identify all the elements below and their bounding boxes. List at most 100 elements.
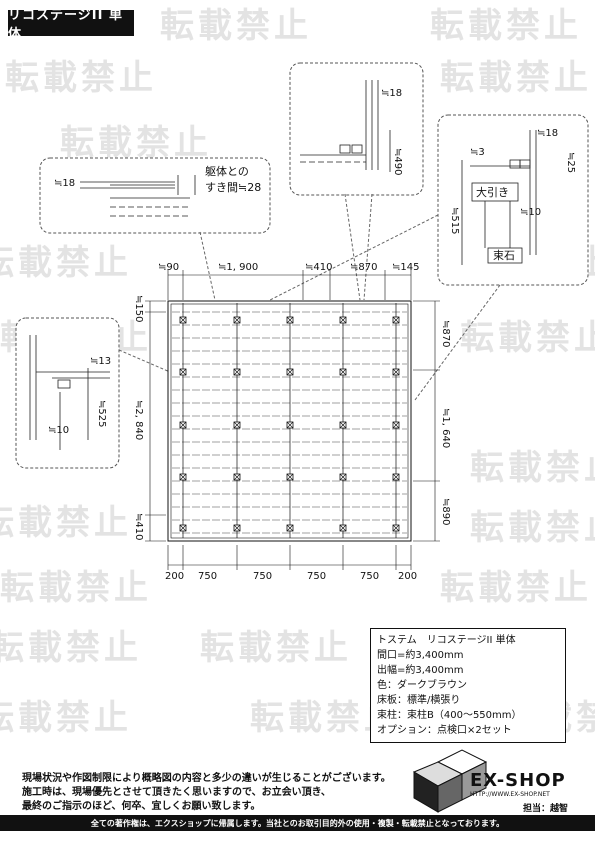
post-marker: [233, 524, 241, 532]
post-markers: [179, 316, 400, 532]
post-marker: [392, 473, 400, 481]
detail-bubble-top-left: [39, 157, 271, 234]
dim-bottom-6: 200: [398, 571, 418, 582]
dim-bottom-3: 750: [253, 571, 273, 582]
watermark-text: 転載禁止: [60, 123, 212, 163]
detail-bubble-left: [15, 317, 120, 469]
detail-top-center-lines: [300, 80, 391, 172]
logo-name: EX-SHOP: [470, 770, 566, 791]
footer-copyright: 全ての著作権は、エクスショップに帰属します。当社とのお取引目的外の使用・複製・転…: [0, 815, 595, 831]
dim-left-3: ≒410: [133, 513, 144, 541]
post-marker: [339, 316, 347, 324]
watermark-text: 転載禁止: [440, 568, 592, 608]
dim-top-3: ≒410: [305, 262, 333, 273]
post-marker: [339, 421, 347, 429]
detail-tl-label-2: すき間≒28: [205, 181, 262, 194]
dim-right-1: ≒870: [440, 320, 451, 348]
detail-left-lines: [29, 335, 110, 450]
detail-l-dim-b: ≒525: [96, 400, 107, 428]
detail-tc-dim-a: ≒18: [381, 88, 403, 99]
dim-top-2: ≒1, 900: [218, 262, 259, 273]
dim-right-3: ≒890: [440, 498, 451, 526]
detail-tr-beam-label: 大引き: [476, 186, 509, 199]
post-marker: [392, 368, 400, 376]
dim-top-4: ≒870: [350, 262, 378, 273]
post-marker: [392, 421, 400, 429]
watermark-text: 転載禁止: [470, 508, 595, 548]
post-marker: [286, 473, 294, 481]
post-marker: [179, 368, 187, 376]
watermark-text: 転載禁止: [440, 58, 592, 98]
dim-top-5: ≒145: [392, 262, 420, 273]
spec-width: 間口=約3,400mm: [377, 650, 464, 661]
note-line: 施工時は、現場優先とさせて頂きたく思いますので、お立会い頂き、: [22, 787, 331, 798]
watermark-text: 転載禁止: [0, 698, 132, 738]
notes: 現場状況や作図制限により概略図の内容と多少の違いが生じることがございます。 施工…: [22, 772, 391, 814]
detail-tr-dim-c: ≒25: [565, 152, 576, 174]
post-marker: [339, 368, 347, 376]
watermark-text: 転載禁止: [430, 6, 582, 46]
spec-color: 色：ダークブラウン: [377, 680, 467, 691]
detail-top-right-lines: [461, 130, 537, 265]
note-line: 現場状況や作図制限により概略図の内容と多少の違いが生じることがございます。: [22, 773, 391, 784]
detail-top-left-lines: [80, 175, 196, 217]
note-line: 最終のご指示のほど、何卒、宜しくお願い致します。: [22, 801, 261, 812]
post-marker: [233, 368, 241, 376]
watermark-text: 転載禁止: [0, 568, 152, 608]
detail-tr-post-label: 束石: [493, 249, 515, 262]
logo-url: HTTP://WWW.EX-SHOP.NET: [470, 791, 550, 798]
post-marker: [179, 524, 187, 532]
page-title: リコステージII 単体: [8, 8, 134, 42]
post-marker: [392, 524, 400, 532]
detail-tc-dim-b: ≒490: [392, 148, 403, 176]
watermark-text: 転載禁止: [0, 243, 132, 283]
dim-right-2: ≒1, 640: [440, 408, 451, 449]
post-marker: [286, 524, 294, 532]
detail-tr-dim-a: ≒18: [537, 128, 559, 139]
post-marker: [392, 316, 400, 324]
watermark-text: 転載禁止: [0, 503, 132, 543]
post-marker: [286, 316, 294, 324]
staff-label: 担当：越智: [523, 804, 569, 814]
detail-tr-dim-e: ≒10: [520, 207, 542, 218]
post-marker: [179, 316, 187, 324]
post-marker: [233, 316, 241, 324]
dim-left-2: ≒2, 840: [133, 400, 144, 441]
post-marker: [233, 473, 241, 481]
spec-option: オプション：点検口×2セット: [377, 725, 512, 736]
spec-depth: 出幅=約3,400mm: [377, 665, 464, 676]
detail-tr-dim-b: ≒3: [470, 147, 485, 158]
watermark-text: 転載禁止: [460, 318, 595, 358]
dim-top-1: ≒90: [158, 262, 180, 273]
dim-bottom-5: 750: [360, 571, 380, 582]
leader-lines: [118, 193, 501, 401]
dimension-lines: [145, 270, 440, 570]
detail-tl-dim-a: ≒18: [54, 178, 76, 189]
spec-name: トステム リコステージII 単体: [377, 635, 516, 646]
dim-bottom-4: 750: [307, 571, 327, 582]
post-marker: [179, 421, 187, 429]
dim-bottom-2: 750: [198, 571, 218, 582]
detail-l-dim-c: ≒10: [48, 425, 70, 436]
detail-l-dim-a: ≒13: [90, 356, 112, 367]
watermark-text: 転載禁止: [160, 6, 312, 46]
post-marker: [339, 524, 347, 532]
watermark-text: 転載禁止: [0, 628, 142, 668]
dim-bottom-1: 200: [165, 571, 185, 582]
deck-boards: [172, 311, 407, 534]
ex-shop-logo-icon: [412, 749, 488, 813]
post-marker: [286, 421, 294, 429]
watermark-text: 転載禁止: [200, 628, 352, 668]
watermark-text: 転載禁止: [470, 448, 595, 488]
post-marker: [179, 473, 187, 481]
deck-outline: [167, 300, 412, 542]
detail-bubble-top-center: [289, 62, 424, 196]
spec-box: トステム リコステージII 単体 間口=約3,400mm 出幅=約3,400mm…: [370, 628, 566, 743]
spec-post: 束柱：束柱B（400～550mm）: [377, 710, 522, 721]
post-marker: [233, 421, 241, 429]
post-marker: [339, 473, 347, 481]
spec-floor: 床板：標準/横張り: [377, 695, 461, 706]
post-marker: [286, 368, 294, 376]
watermark-text: 転載禁止: [5, 58, 157, 98]
